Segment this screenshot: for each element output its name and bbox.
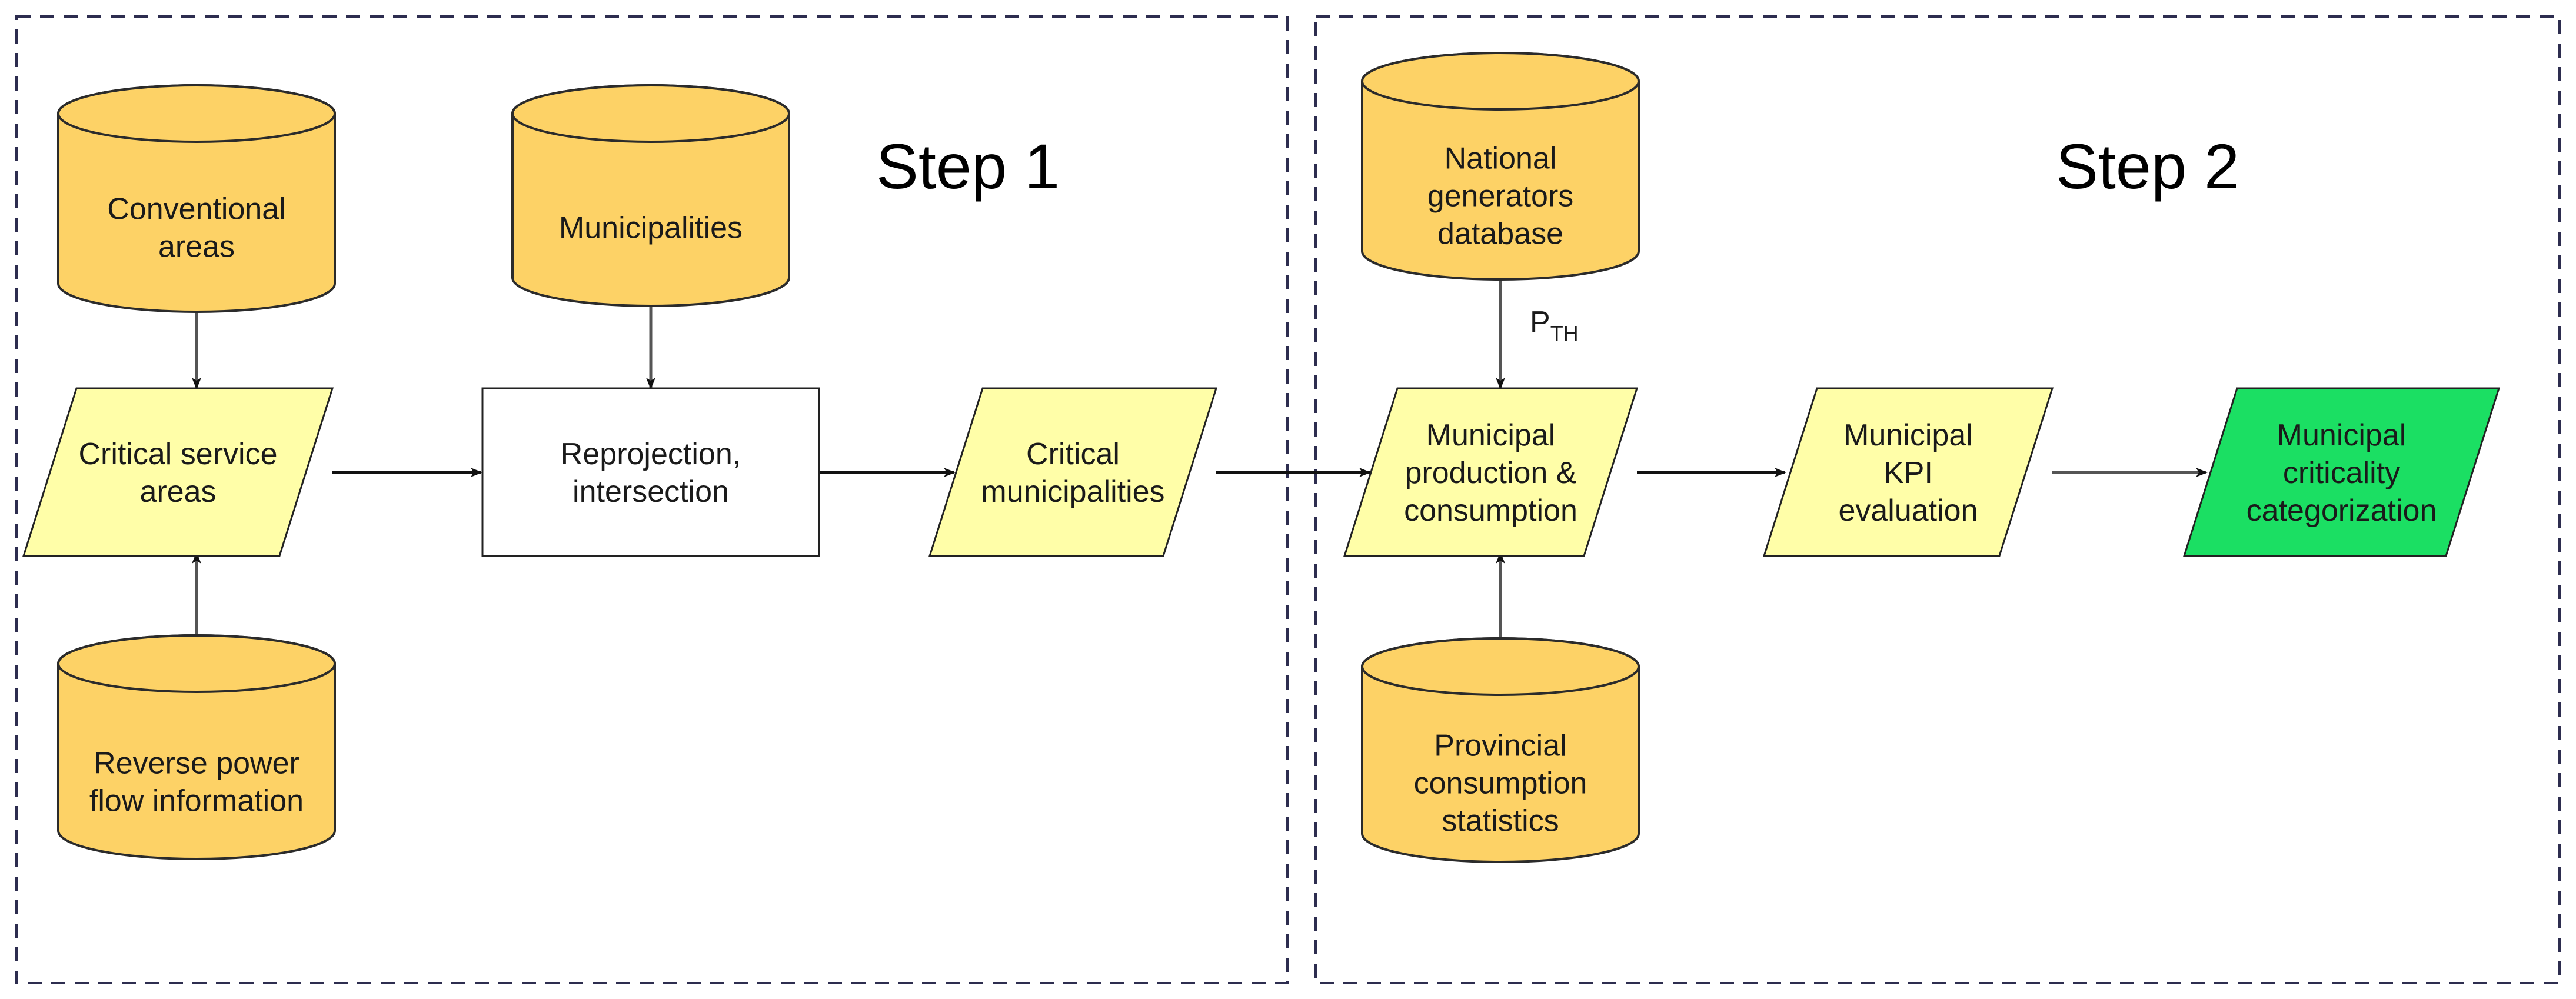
threshold-label-main: P xyxy=(1530,305,1550,339)
data-critical-service-areas-label-line: Critical service xyxy=(78,437,277,471)
database-reverse-power-flow-label-line: flow information xyxy=(89,784,304,818)
data-municipal-criticality-label: Municipal criticality categorization xyxy=(2246,418,2437,528)
data-municipal-production-label-line: Municipal xyxy=(1426,418,1556,452)
step-2-title: Step 2 xyxy=(2056,131,2239,202)
database-reverse-power-flow-label-line: Reverse power xyxy=(94,747,299,781)
database-conventional-areas-label-line: areas xyxy=(158,230,235,264)
database-national-generators-label-line: database xyxy=(1437,217,1563,251)
data-municipal-production-label-line: production & xyxy=(1405,456,1577,490)
data-municipal-criticality-shape xyxy=(2182,387,2501,557)
database-provincial-consumption-label-line: statistics xyxy=(1442,804,1559,838)
data-municipal-criticality-label-line: criticality xyxy=(2283,456,2400,490)
database-reverse-power-flow-lid xyxy=(57,634,336,693)
data-municipal-kpi-label-line: Municipal xyxy=(1843,418,1973,452)
database-provincial-consumption-lid xyxy=(1361,637,1640,696)
data-critical-municipalities[interactable]: Critical municipalities xyxy=(928,387,1218,557)
data-municipal-production[interactable]: Municipal production & consumption xyxy=(1343,387,1639,557)
process-reprojection-intersection-shape xyxy=(481,387,820,557)
process-reprojection-intersection-label-line: intersection xyxy=(573,475,729,509)
threshold-label: PTH xyxy=(1530,305,1579,345)
database-provincial-consumption-label-line: Provincial xyxy=(1434,729,1566,763)
data-municipal-criticality-label-line: categorization xyxy=(2246,494,2437,528)
database-national-generators-label-line: National xyxy=(1445,142,1557,176)
data-critical-service-areas[interactable]: Critical service areas xyxy=(22,387,334,557)
data-critical-municipalities-label: Critical municipalities xyxy=(981,437,1164,509)
database-municipalities-label: Municipalities xyxy=(559,211,743,245)
process-reprojection-intersection-label-line: Reprojection, xyxy=(561,437,741,471)
data-municipal-criticality[interactable]: Municipal criticality categorization xyxy=(2182,387,2501,557)
database-national-generators-label-line: generators xyxy=(1427,179,1574,214)
data-critical-municipalities-label-line: municipalities xyxy=(981,475,1164,509)
threshold-label-subscript: TH xyxy=(1550,321,1579,345)
step-1-title: Step 1 xyxy=(876,131,1060,202)
edges xyxy=(192,279,2208,638)
process-reprojection-intersection[interactable]: Reprojection, intersection xyxy=(481,387,820,557)
data-critical-municipalities-label-line: Critical xyxy=(1026,437,1120,471)
data-municipal-kpi-label-line: evaluation xyxy=(1838,494,1978,528)
database-municipalities-lid xyxy=(511,84,790,143)
data-municipal-production-label-line: consumption xyxy=(1404,494,1577,528)
database-conventional-areas-label-line: Conventional xyxy=(107,192,286,227)
data-municipal-production-shape xyxy=(1343,387,1639,557)
data-critical-service-areas-shape xyxy=(22,387,334,557)
data-critical-service-areas-label-line: areas xyxy=(139,475,216,509)
process-reprojection-intersection-label: Reprojection, intersection xyxy=(561,437,741,509)
database-conventional-areas-lid xyxy=(57,84,336,143)
data-municipal-kpi-shape xyxy=(1762,387,2054,557)
data-municipal-kpi-label-line: KPI xyxy=(1883,456,1933,490)
step-2-frame xyxy=(1314,15,2561,984)
database-national-generators-lid xyxy=(1361,52,1640,111)
data-municipal-production-label: Municipal production & consumption xyxy=(1404,418,1577,528)
step-1-frame xyxy=(15,15,1289,984)
database-municipalities[interactable]: Municipalities xyxy=(511,84,790,307)
database-municipalities-label-line: Municipalities xyxy=(559,211,743,245)
data-municipal-criticality-label-line: Municipal xyxy=(2277,418,2407,452)
data-critical-municipalities-shape xyxy=(928,387,1218,557)
database-provincial-consumption-label-line: consumption xyxy=(1414,767,1587,801)
data-critical-service-areas-label: Critical service areas xyxy=(78,437,277,509)
